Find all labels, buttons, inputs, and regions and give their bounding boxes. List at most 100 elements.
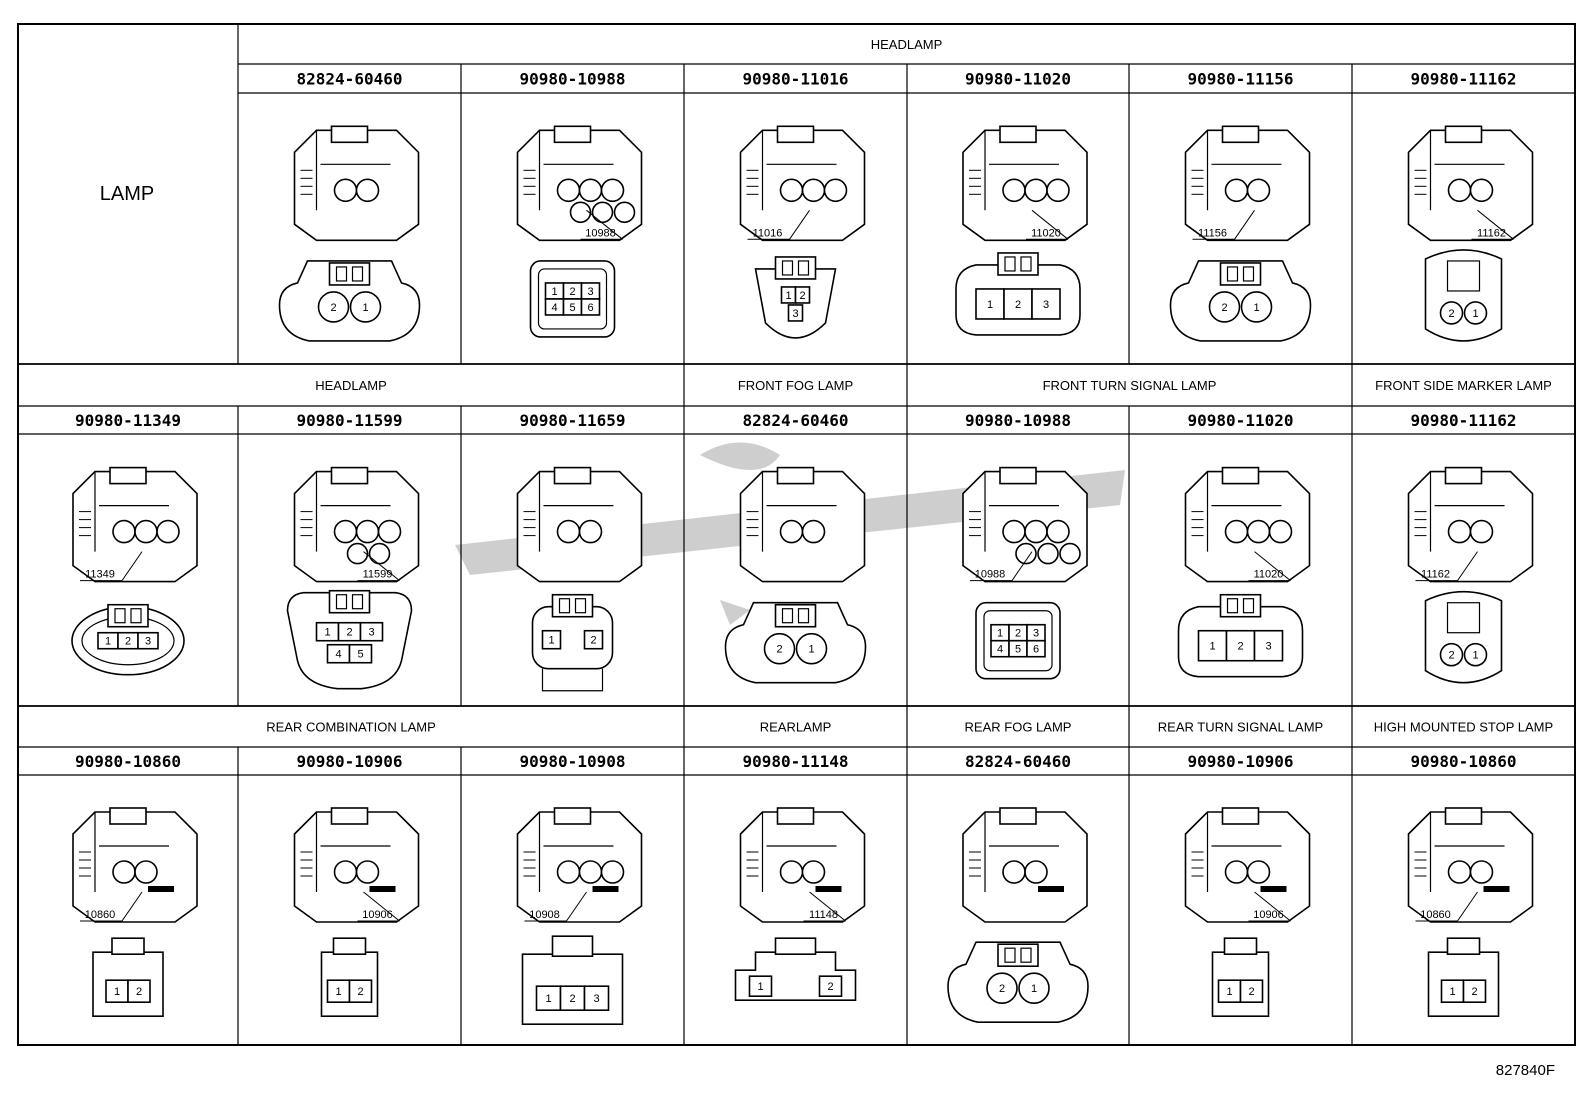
body-edge bbox=[984, 130, 1059, 211]
pin-label: 1 bbox=[1449, 986, 1455, 998]
part-number: 90980-10988 bbox=[520, 70, 626, 89]
lock-tab bbox=[999, 466, 1037, 485]
front-shell bbox=[278, 260, 421, 342]
callout-label: 10906 bbox=[362, 909, 393, 921]
callout-label: 10908 bbox=[529, 909, 560, 921]
pin-label: 2 bbox=[999, 983, 1005, 995]
pin-circle bbox=[1463, 642, 1488, 667]
pin-cavity bbox=[535, 985, 562, 1012]
group-label: REAR COMBINATION LAMP bbox=[266, 720, 436, 735]
pin-label: 1 bbox=[335, 986, 341, 998]
terminal-port bbox=[368, 542, 391, 565]
lock-tab bbox=[330, 807, 369, 825]
terminal-port bbox=[112, 519, 136, 544]
body-edge bbox=[315, 471, 391, 552]
group-label: FRONT TURN SIGNAL LAMP bbox=[1043, 378, 1217, 393]
callout-label: 10906 bbox=[1253, 909, 1284, 921]
pin-label: 2 bbox=[569, 993, 575, 1005]
terminal-port bbox=[1024, 860, 1048, 884]
lock-tab bbox=[776, 807, 815, 825]
latch-slot bbox=[1020, 947, 1032, 963]
body-edge bbox=[94, 812, 169, 892]
pin-label: 3 bbox=[1033, 628, 1039, 640]
lock-tab bbox=[553, 466, 592, 485]
pin-label: 3 bbox=[368, 627, 374, 639]
terminal-port bbox=[1002, 860, 1026, 884]
pin-label: 1 bbox=[1472, 308, 1478, 320]
lock-tab bbox=[1444, 466, 1483, 485]
pin-label: 2 bbox=[1448, 650, 1454, 662]
terminal-port bbox=[556, 860, 581, 884]
body-edge bbox=[1206, 471, 1282, 552]
callout-label: 11148 bbox=[809, 909, 838, 921]
terminal-port bbox=[1246, 860, 1271, 884]
part-number: 90980-11599 bbox=[297, 411, 403, 430]
group-label: HIGH MOUNTED STOP LAMP bbox=[1374, 720, 1553, 735]
index-mark bbox=[1038, 886, 1064, 892]
pin-label: 1 bbox=[1226, 986, 1232, 998]
pin-label: 2 bbox=[827, 981, 833, 993]
callout-label: 11016 bbox=[753, 227, 783, 239]
connector-body bbox=[1407, 811, 1534, 923]
pin-label: 4 bbox=[551, 302, 557, 314]
pin-label: 4 bbox=[997, 644, 1003, 656]
pin-label: 1 bbox=[105, 636, 111, 648]
terminal-port bbox=[1059, 542, 1081, 565]
pin-circle bbox=[763, 632, 796, 665]
pin-circle bbox=[1463, 301, 1488, 325]
pin-label: 2 bbox=[569, 286, 575, 298]
pin-circle bbox=[317, 291, 350, 323]
body-edge bbox=[984, 471, 1059, 552]
index-mark bbox=[369, 886, 396, 892]
latch-slot bbox=[574, 598, 587, 614]
body-edge bbox=[761, 812, 837, 892]
group-label: HEADLAMP bbox=[871, 37, 943, 52]
callout-label: 10988 bbox=[585, 227, 616, 239]
body-edge bbox=[761, 130, 837, 211]
terminal-port bbox=[1268, 519, 1293, 544]
latch-slot bbox=[130, 608, 142, 624]
pin-label: 5 bbox=[1015, 644, 1021, 656]
callout-leader bbox=[121, 551, 143, 581]
latch bbox=[1223, 937, 1258, 956]
part-number: 90980-10908 bbox=[520, 752, 626, 771]
terminal-port bbox=[779, 860, 804, 884]
latch-slot bbox=[335, 594, 348, 610]
terminal-port bbox=[1469, 519, 1494, 544]
lock-tab bbox=[999, 807, 1037, 825]
pin-circle bbox=[1208, 291, 1241, 323]
callout-label: 11349 bbox=[85, 569, 115, 581]
body-edge bbox=[1206, 812, 1282, 892]
part-number: 90980-10860 bbox=[75, 752, 181, 771]
body-edge bbox=[315, 812, 391, 892]
terminal-port bbox=[801, 860, 826, 884]
group-label: REAR FOG LAMP bbox=[965, 720, 1072, 735]
group-label: FRONT FOG LAMP bbox=[738, 378, 853, 393]
callout-label: 10860 bbox=[85, 909, 116, 921]
latch bbox=[551, 935, 594, 958]
terminal-port bbox=[823, 178, 848, 203]
terminal-port bbox=[569, 201, 592, 224]
group-label: HEADLAMP bbox=[315, 378, 387, 393]
pin-cavity bbox=[580, 298, 601, 316]
terminal-port bbox=[578, 178, 603, 203]
lock-tab bbox=[1221, 807, 1260, 825]
pin-cavity bbox=[583, 985, 610, 1012]
pin-label: 1 bbox=[1209, 641, 1215, 653]
latch-slot bbox=[1226, 266, 1239, 282]
terminal-port bbox=[355, 860, 380, 884]
terminal-port bbox=[1024, 178, 1048, 203]
pin-circle bbox=[349, 291, 382, 323]
front-inner bbox=[983, 610, 1053, 672]
